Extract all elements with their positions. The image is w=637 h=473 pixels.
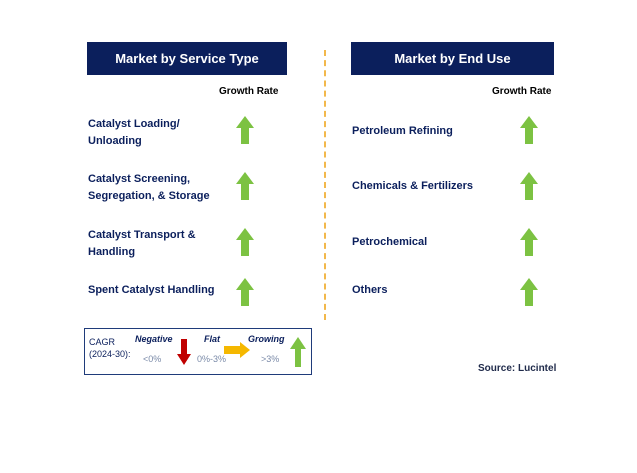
left-item-1: Catalyst Loading/ Unloading — [88, 118, 180, 147]
down-arrow-icon — [177, 339, 191, 365]
up-arrow-icon — [520, 116, 538, 144]
up-arrow-icon — [290, 337, 306, 367]
right-item-3: Petrochemical — [352, 236, 428, 248]
left-growth-rate-label: Growth Rate — [219, 86, 279, 97]
growing-range: >3% — [261, 354, 280, 364]
negative-label: Negative — [135, 334, 173, 344]
up-arrow-icon — [520, 278, 538, 306]
negative-range: <0% — [143, 354, 162, 364]
panel-divider — [324, 50, 326, 320]
growing-label: Growing — [248, 334, 285, 344]
left-item-2: Catalyst Screening, Segregation, & Stora… — [88, 173, 210, 202]
left-item-4: Spent Catalyst Handling — [88, 284, 215, 296]
right-item-2: Chemicals & Fertilizers — [352, 180, 474, 192]
right-growth-rate-label: Growth Rate — [492, 86, 552, 97]
right-arrow-icon — [224, 342, 250, 358]
source-label: Source: Lucintel — [478, 363, 557, 374]
left-panel-header: Market by Service Type — [87, 42, 287, 75]
right-item-1: Petroleum Refining — [352, 125, 453, 137]
up-arrow-icon — [236, 172, 254, 200]
up-arrow-icon — [236, 278, 254, 306]
left-item-3: Catalyst Transport & Handling — [88, 229, 196, 258]
up-arrow-icon — [236, 116, 254, 144]
up-arrow-icon — [236, 228, 254, 256]
cagr-legend: CAGR (2024-30): Negative <0% Flat 0%-3% … — [84, 328, 312, 375]
flat-range: 0%-3% — [197, 354, 227, 364]
left-panel-title: Market by Service Type — [115, 51, 259, 66]
right-panel-header: Market by End Use — [351, 42, 554, 75]
up-arrow-icon — [520, 228, 538, 256]
up-arrow-icon — [520, 172, 538, 200]
cagr-label: CAGR (2024-30): — [89, 337, 131, 359]
right-item-4: Others — [352, 284, 388, 296]
flat-label: Flat — [204, 334, 221, 344]
right-panel-title: Market by End Use — [394, 51, 511, 66]
